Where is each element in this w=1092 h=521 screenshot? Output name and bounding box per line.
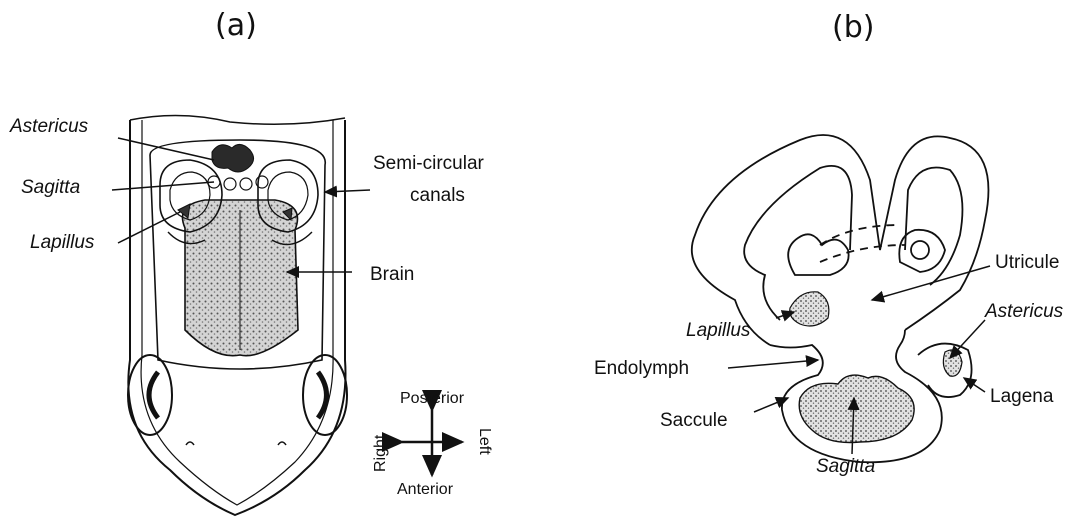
label-a-astericus: Astericus	[9, 116, 89, 137]
label-a-brain: Brain	[370, 264, 414, 285]
label-b-lapillus: Lapillus	[686, 320, 751, 341]
compass-posterior: Posterior	[400, 390, 465, 407]
compass-anterior: Anterior	[397, 481, 454, 498]
label-b-lagena: Lagena	[990, 386, 1054, 407]
orientation-compass	[402, 410, 462, 475]
label-a-semicircular-2: canals	[410, 185, 465, 206]
label-a-semicircular-1: Semi-circular	[373, 153, 485, 174]
lapillus-b-otolith	[790, 292, 829, 326]
label-a-sagitta: Sagitta	[21, 177, 80, 198]
compass-left: Left	[476, 428, 493, 455]
inner-ear-diagram	[692, 135, 989, 462]
label-a-lapillus: Lapillus	[30, 232, 95, 253]
label-b-utricule: Utricule	[995, 252, 1059, 273]
semicircular-canals-outer	[692, 135, 989, 345]
astericus-otolith	[212, 144, 254, 172]
label-b-saccule: Saccule	[660, 410, 728, 431]
label-b-endolymph: Endolymph	[594, 358, 689, 379]
sagitta-b-otolith	[799, 375, 914, 442]
fish-head-diagram	[128, 115, 347, 515]
semicircular-canals-inner	[744, 166, 962, 320]
section-cut	[130, 115, 345, 124]
astericus-b-otolith	[943, 350, 962, 376]
label-b-astericus: Astericus	[984, 301, 1064, 322]
compass-right: Right	[372, 434, 389, 472]
label-b-sagitta: Sagitta	[816, 456, 875, 477]
